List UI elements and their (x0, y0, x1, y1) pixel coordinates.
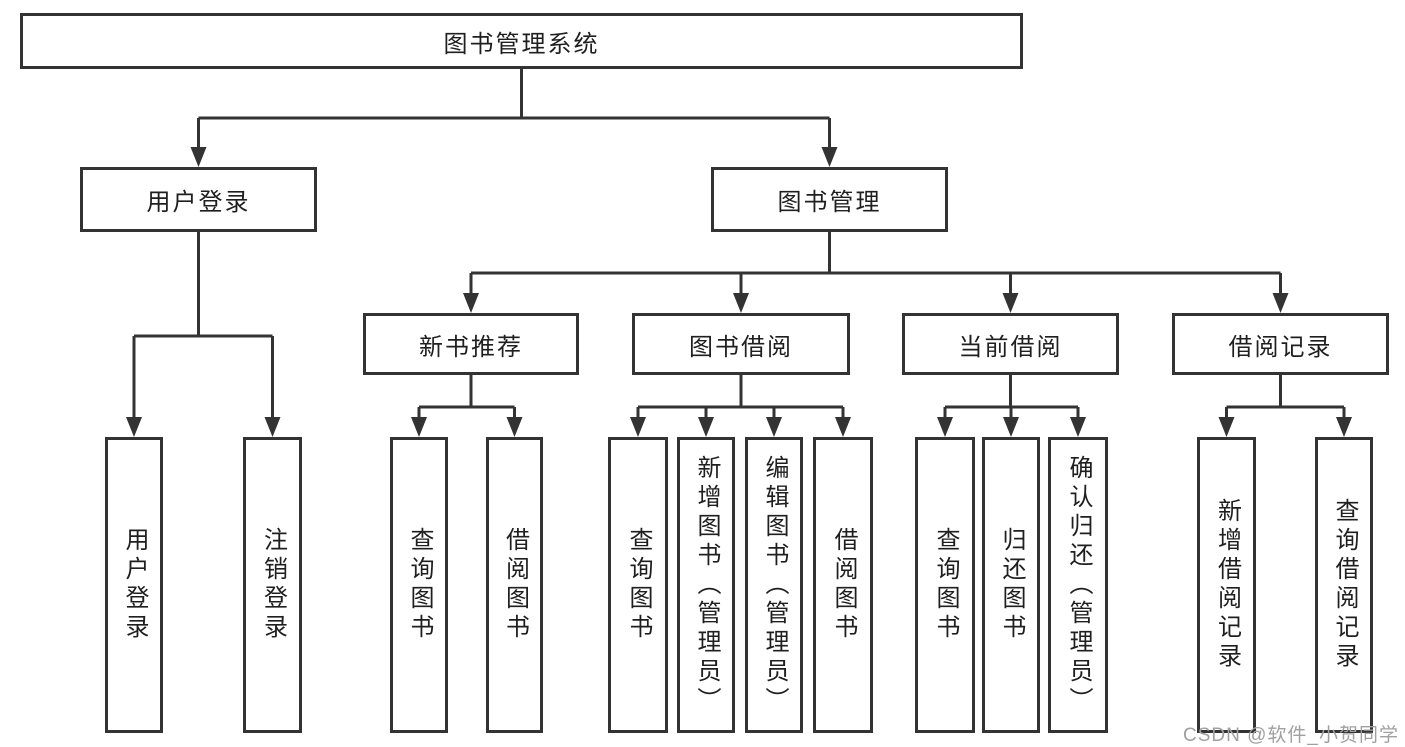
node-label-v-br-query: 查询借阅记录 (1331, 498, 1358, 672)
node-label-v-nb-borrow: 借阅图书 (501, 527, 529, 643)
node-new-books: 新书推荐 (363, 313, 579, 375)
node-v-cb-query: 查询图书 (915, 437, 975, 733)
node-label-v-user-login: 用户登录 (121, 527, 148, 643)
node-root: 图书管理系统 (20, 13, 1023, 69)
node-label-v-logout: 注销登录 (259, 527, 287, 643)
node-label-borrow-records: 借阅记录 (1228, 333, 1333, 361)
node-v-cb-confirm: 确认归还（管理员） (1048, 437, 1108, 733)
node-label-v-cb-confirm: 确认归还（管理员） (1065, 454, 1092, 716)
node-label-v-cb-return: 归还图书 (998, 527, 1025, 643)
node-current-borrow: 当前借阅 (902, 313, 1119, 375)
node-v-cb-return: 归还图书 (982, 437, 1040, 733)
node-user-login: 用户登录 (80, 167, 317, 232)
node-label-current-borrow: 当前借阅 (958, 333, 1063, 361)
node-v-nb-query: 查询图书 (390, 437, 448, 733)
node-book-mgmt: 图书管理 (711, 167, 948, 232)
node-v-br-query: 查询借阅记录 (1315, 437, 1373, 733)
node-book-borrow: 图书借阅 (632, 313, 850, 375)
node-label-book-borrow: 图书借阅 (689, 333, 793, 361)
node-label-v-bb-edit: 编辑图书（管理员） (761, 454, 788, 716)
node-v-bb-edit: 编辑图书（管理员） (745, 437, 803, 733)
node-v-bb-borrow: 借阅图书 (813, 437, 873, 733)
node-v-br-add: 新增借阅记录 (1197, 437, 1256, 733)
node-label-v-cb-query: 查询图书 (932, 527, 959, 643)
node-label-book-mgmt: 图书管理 (777, 189, 882, 216)
node-v-logout: 注销登录 (243, 437, 302, 733)
node-borrow-records: 借阅记录 (1172, 313, 1389, 375)
node-v-bb-query: 查询图书 (608, 437, 668, 733)
node-label-user-login: 用户登录 (146, 189, 251, 216)
node-label-v-br-add: 新增借阅记录 (1213, 498, 1241, 672)
node-v-nb-borrow: 借阅图书 (486, 437, 543, 733)
watermark: CSDN @软件_小贺同学 (1183, 725, 1399, 746)
node-label-v-bb-borrow: 借阅图书 (830, 527, 857, 643)
node-v-user-login: 用户登录 (105, 437, 163, 733)
node-label-v-nb-query: 查询图书 (406, 527, 433, 643)
node-v-bb-add: 新增图书（管理员） (677, 437, 735, 733)
node-label-root: 图书管理系统 (443, 30, 600, 58)
node-label-v-bb-add: 新增图书（管理员） (693, 454, 720, 716)
node-label-new-books: 新书推荐 (419, 333, 523, 361)
node-label-v-bb-query: 查询图书 (625, 527, 652, 643)
